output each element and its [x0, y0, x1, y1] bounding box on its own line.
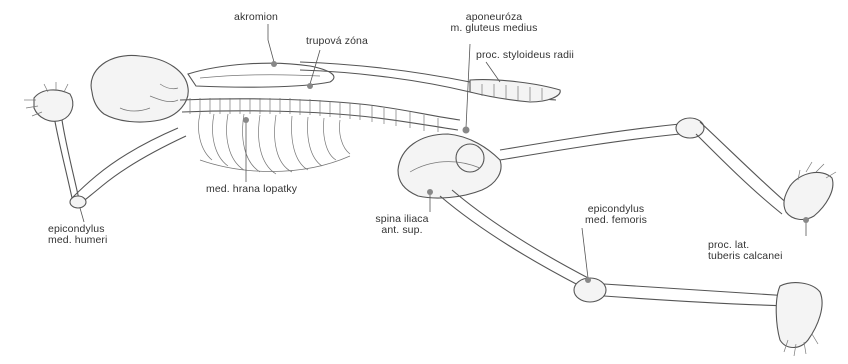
label-proc-lat-line2: tuberis calcanei: [708, 251, 783, 262]
label-aponeuroza-line2: m. gluteus medius: [446, 23, 542, 34]
label-spina-iliaca: spina iliaca ant. sup.: [356, 214, 448, 236]
label-proc-lat-tuberis: proc. lat. tuberis calcanei: [708, 240, 783, 262]
pelvis: [398, 134, 501, 198]
label-aponeuroza: aponeuróza m. gluteus medius: [446, 12, 542, 34]
label-epicondylus-femoris-line2: med. femoris: [570, 215, 662, 226]
raised-arm: [300, 62, 560, 102]
scapula: [188, 63, 334, 87]
spine: [180, 98, 460, 132]
label-proc-styloideus: proc. styloideus radii: [476, 50, 574, 61]
label-akromion: akromion: [234, 12, 278, 23]
skull: [91, 55, 188, 122]
rib-cage: [199, 114, 351, 174]
label-epicondylus-humeri-line2: med. humeri: [48, 235, 107, 246]
label-epicondylus-humeri: epicondylus med. humeri: [48, 224, 107, 246]
label-med-hrana-lopatky: med. hrana lopatky: [206, 184, 297, 195]
label-spina-iliaca-line2: ant. sup.: [356, 225, 448, 236]
label-trupova-zona: trupová zóna: [306, 36, 368, 47]
upper-leg: [500, 118, 836, 219]
label-epicondylus-femoris: epicondylus med. femoris: [570, 204, 662, 226]
